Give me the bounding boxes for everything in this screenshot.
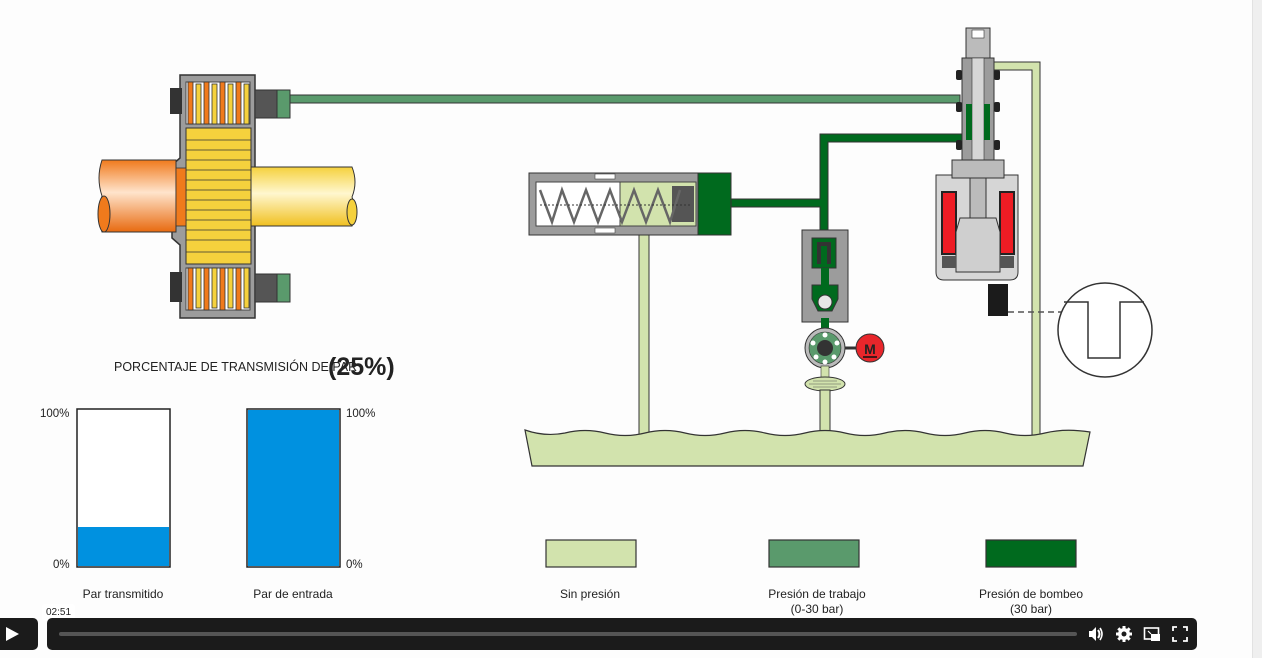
bar-label-par-entrada: Par de entrada [253, 587, 333, 601]
clutch-plates-top [187, 81, 250, 125]
motor-label: M [864, 341, 876, 357]
tick-label-top: 100% [346, 408, 375, 420]
legend: Sin presión Presión de trabajo (0-30 bar… [545, 539, 1083, 616]
picture-in-picture-icon [1143, 627, 1160, 641]
legend-swatch [768, 539, 860, 568]
gear-icon [1116, 626, 1132, 642]
page-scrollbar[interactable] [1252, 0, 1262, 658]
motor-icon [855, 333, 885, 363]
bar-fill-par-entrada [248, 410, 339, 566]
fullscreen-icon [1172, 626, 1188, 642]
time-tooltip: 02:51 [42, 604, 76, 621]
legend-swatch [985, 539, 1077, 568]
legend-swatch [545, 539, 637, 568]
tick-label-top: 100% [40, 408, 69, 420]
progress-track[interactable] [59, 632, 1077, 636]
pressure-accumulator [528, 172, 732, 236]
legend-item-presion-bombeo: Presión de bombeo (30 bar) [979, 539, 1083, 616]
oil-tank [524, 429, 1091, 467]
signal-waveform-icon [1057, 282, 1153, 378]
fullscreen-button[interactable] [1171, 625, 1189, 643]
legend-sublabel: (30 bar) [1010, 602, 1052, 616]
settings-button[interactable] [1115, 625, 1133, 643]
clutch-plates-bottom [187, 267, 250, 311]
tick-label-bottom: 0% [53, 559, 70, 571]
legend-label: Sin presión [560, 587, 620, 601]
pump-valve: M [801, 229, 885, 436]
volume-button[interactable] [1087, 625, 1105, 643]
legend-sublabel: (0-30 bar) [791, 602, 844, 616]
solenoid-valve [935, 27, 1019, 316]
legend-item-sin-presion: Sin presión [545, 539, 637, 601]
pip-button[interactable] [1143, 625, 1161, 643]
volume-icon [1089, 627, 1103, 641]
hydraulic-diagram: M PORCENTAJE DE TRANSMISIÓN [40, 27, 1153, 616]
legend-label: Presión de trabajo [768, 587, 866, 601]
clutch-assembly [97, 74, 358, 319]
legend-item-presion-trabajo: Presión de trabajo (0-30 bar) [768, 539, 866, 616]
bar-label-par-transmitido: Par transmitido [83, 587, 164, 601]
player-controls [0, 618, 1198, 650]
bar-chart-par-transmitido: 100% 0% Par transmitido [40, 408, 171, 601]
control-bar [47, 618, 1197, 650]
torque-percentage-value: (25%) [328, 353, 395, 381]
torque-percentage-title: PORCENTAJE DE TRANSMISIÓN DE PAR [114, 359, 357, 374]
bar-fill-par-transmitido [78, 527, 169, 566]
play-button[interactable] [0, 618, 38, 650]
bar-chart-par-entrada: 100% 0% Par de entrada [246, 408, 375, 601]
legend-label: Presión de bombeo [979, 587, 1083, 601]
play-icon [6, 627, 19, 641]
tick-label-bottom: 0% [346, 559, 363, 571]
